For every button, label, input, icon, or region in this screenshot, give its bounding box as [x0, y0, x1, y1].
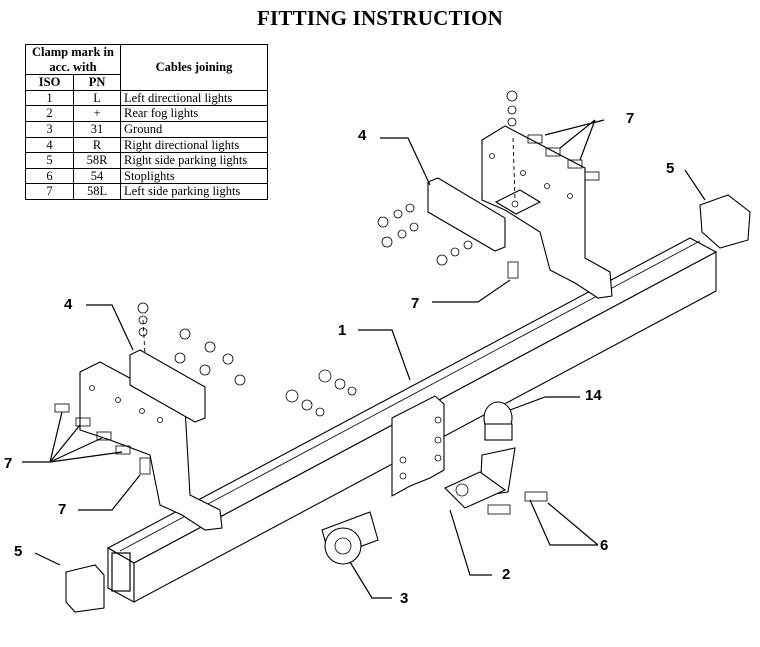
- socket-plate: [321, 511, 379, 565]
- callout-7-top: 7: [626, 110, 635, 127]
- callout-7-left: 7: [4, 455, 13, 472]
- pn-cell: 58L: [73, 183, 121, 200]
- fasteners: [54, 90, 600, 515]
- tow-ball-assembly: [391, 395, 516, 509]
- page-title: FITTING INSTRUCTION: [257, 6, 503, 30]
- callout-2: 2: [502, 566, 511, 583]
- cable-cell: Stoplights: [120, 167, 268, 185]
- wiring-table: Clamp mark in acc. with Cables joining I…: [24, 43, 268, 200]
- callout-7-mid: 7: [411, 295, 420, 312]
- pn-cell: 54: [73, 167, 121, 185]
- callout-5-right: 5: [666, 160, 675, 177]
- cable-cell: Right directional lights: [120, 136, 268, 154]
- callout-4-left: 4: [64, 296, 73, 313]
- iso-cell: 5: [24, 152, 75, 169]
- pn-header: PN: [73, 74, 121, 91]
- table-header-row: Clamp mark in acc. with Cables joining: [25, 43, 268, 91]
- callout-5-left: 5: [14, 543, 23, 560]
- cable-cell: Left side parking lights: [120, 183, 268, 200]
- callout-7-bottom: 7: [58, 501, 67, 518]
- leader-lines: [22, 119, 706, 599]
- clamp-mark-header: Clamp mark in acc. with: [25, 43, 121, 76]
- callout-3: 3: [400, 590, 409, 607]
- cables-joining-header: Cables joining: [120, 44, 268, 91]
- cable-cell: Right side parking lights: [120, 152, 268, 169]
- cable-cell: Ground: [120, 120, 268, 138]
- callout-14: 14: [585, 387, 602, 404]
- left-bracket: [79, 319, 223, 531]
- callout-1: 1: [338, 322, 347, 339]
- iso-cell: 7: [24, 183, 75, 200]
- end-caps: [65, 194, 751, 613]
- pn-cell: 31: [73, 120, 121, 138]
- callout-6: 6: [600, 537, 609, 554]
- callout-4-right: 4: [358, 127, 367, 144]
- right-bracket: [427, 125, 613, 299]
